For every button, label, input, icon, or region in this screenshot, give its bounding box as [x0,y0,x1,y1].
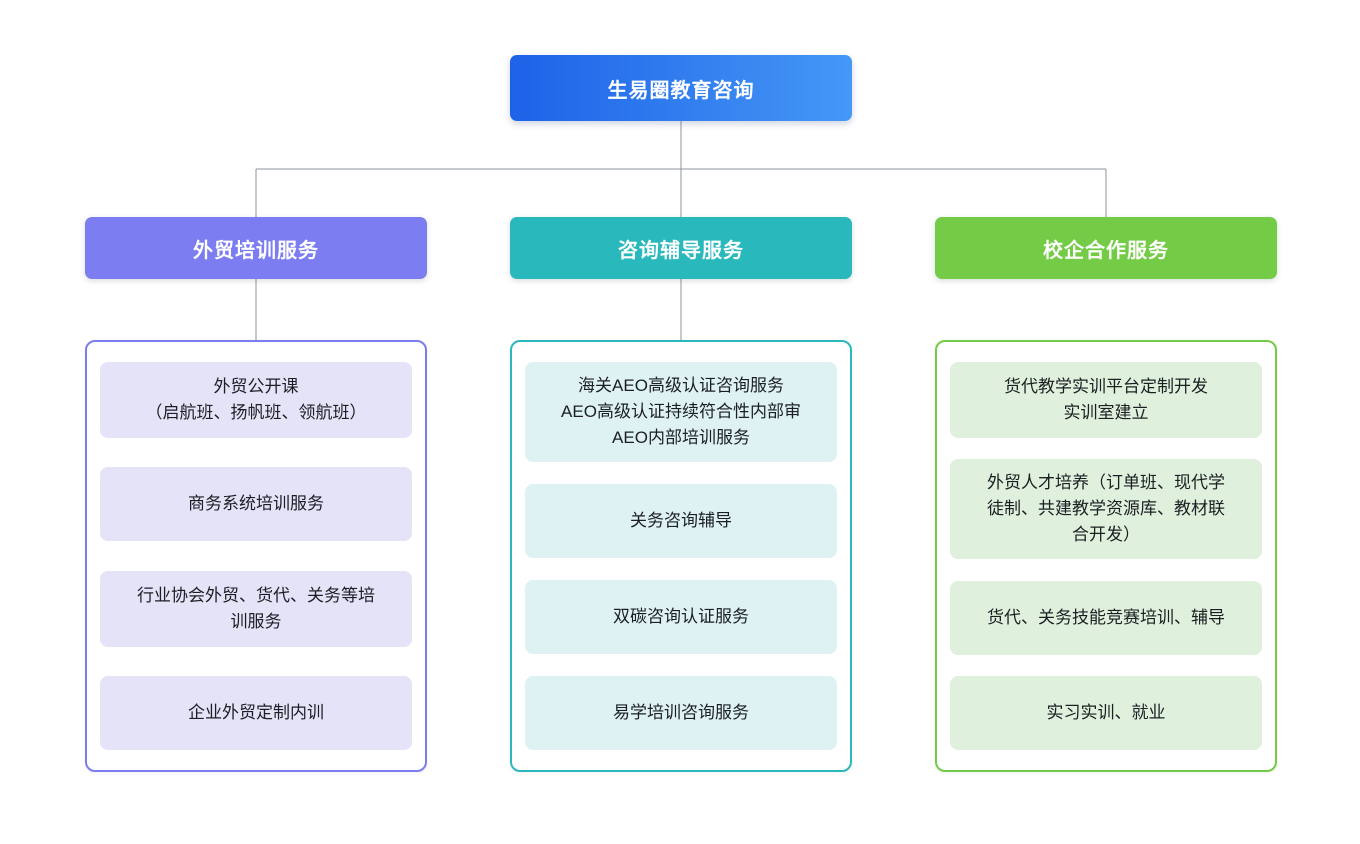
branch-header-label: 校企合作服务 [1043,239,1169,262]
root-node-label: 生易圈教育咨询 [607,79,755,102]
service-item[interactable]: 企业外贸定制内训 [100,675,412,750]
branch-header-label: 外贸培训服务 [193,239,319,262]
root-node[interactable]: 生易圈教育咨询 [510,55,852,121]
branch-header-label: 咨询辅导服务 [618,239,744,262]
service-item[interactable]: 商务系统培训服务 [100,467,412,542]
branch-panel-school-enterprise: 货代教学实训平台定制开发 实训室建立 外贸人才培养（订单班、现代学 徒制、共建教… [935,340,1277,772]
service-item[interactable]: 双碳咨询认证服务 [525,580,837,654]
branch-header-school-enterprise[interactable]: 校企合作服务 [935,217,1277,279]
service-item[interactable]: 实习实训、就业 [950,675,1262,750]
branch-panel-consulting: 海关AEO高级认证咨询服务 AEO高级认证持续符合性内部审 AEO内部培训服务 … [510,340,852,772]
branch-header-consulting[interactable]: 咨询辅导服务 [510,217,852,279]
service-item[interactable]: 易学培训咨询服务 [525,676,837,750]
branch-header-trade-training[interactable]: 外贸培训服务 [85,217,427,279]
service-item[interactable]: 海关AEO高级认证咨询服务 AEO高级认证持续符合性内部审 AEO内部培训服务 [525,362,837,462]
service-item[interactable]: 外贸公开课 （启航班、扬帆班、领航班） [100,362,412,438]
service-item[interactable]: 行业协会外贸、货代、关务等培 训服务 [100,570,412,647]
service-item[interactable]: 外贸人才培养（订单班、现代学 徒制、共建教学资源库、教材联 合开发） [950,459,1262,560]
service-item[interactable]: 货代、关务技能竞赛培训、辅导 [950,580,1262,655]
service-item[interactable]: 货代教学实训平台定制开发 实训室建立 [950,362,1262,438]
service-item[interactable]: 关务咨询辅导 [525,484,837,558]
branch-panel-trade-training: 外贸公开课 （启航班、扬帆班、领航班） 商务系统培训服务 行业协会外贸、货代、关… [85,340,427,772]
